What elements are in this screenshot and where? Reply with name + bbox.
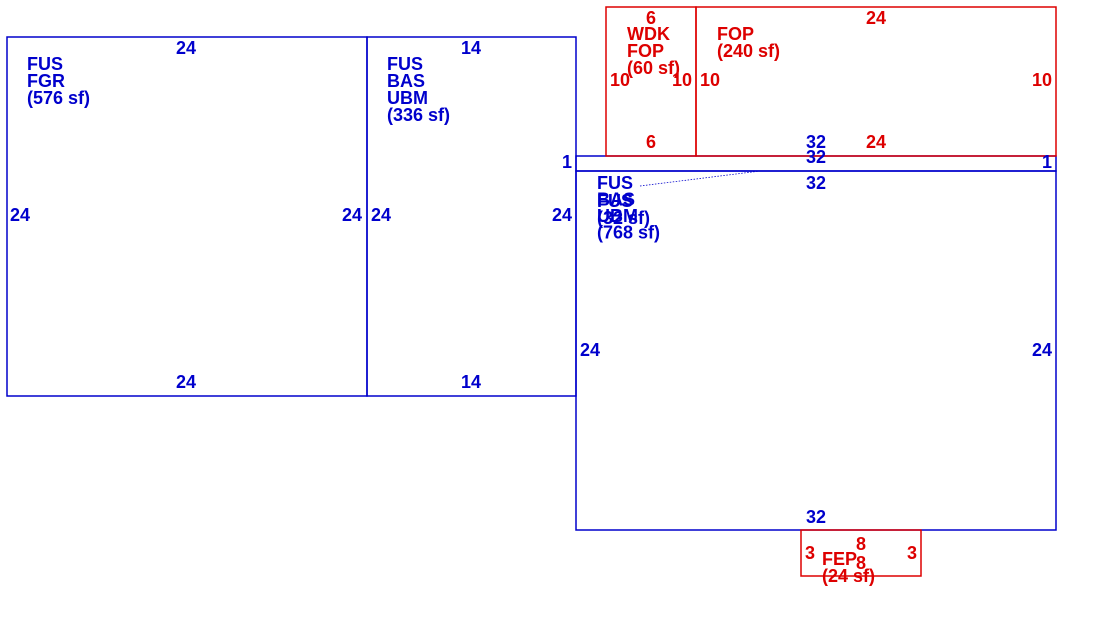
fep-label-line: FEP: [822, 549, 857, 569]
strip-area-label: FUS(32 sf): [597, 191, 650, 228]
bas-main-label-line: FUS: [597, 173, 633, 193]
fop-dim-left: 10: [700, 70, 720, 90]
bas-left-label-line: BAS: [387, 71, 425, 91]
fop-dim-bottom: 24: [866, 132, 886, 152]
fop-dim-right: 10: [1032, 70, 1052, 90]
fgr-dim-right: 24: [342, 205, 362, 225]
fgr-label-line: FUS: [27, 54, 63, 74]
bas-main-dim-left: 24: [580, 340, 600, 360]
fop-outline: [695, 6, 1057, 157]
wdk-label-line: (60 sf): [627, 58, 680, 78]
wdk-dim-left: 10: [610, 70, 630, 90]
fep-area-label: FEP(24 sf): [822, 549, 875, 586]
bas-main-dim-right: 24: [1032, 340, 1052, 360]
wdk-label-line: WDK: [627, 24, 670, 44]
bas-left-dim-left: 24: [371, 205, 391, 225]
fep-dim-left: 3: [805, 543, 815, 563]
bas-main-label-line: BAS: [597, 190, 635, 210]
bas-main-label-line: (768 sf): [597, 223, 660, 243]
bas-left-label-line: FUS: [387, 54, 423, 74]
fep-label-line: (24 sf): [822, 566, 875, 586]
wdk-dim-right: 10: [672, 70, 692, 90]
strip-dim-right: 1: [1042, 152, 1052, 172]
bas-main-dim-bottom: 32: [806, 507, 826, 527]
fgr-dim-top: 24: [176, 38, 196, 58]
fgr-dim-left: 24: [10, 205, 30, 225]
fop-dim-top: 24: [866, 8, 886, 28]
bas-main-label-line: UBM: [597, 206, 638, 226]
strip-dim-top: 32: [806, 132, 826, 152]
strip-label-line: FUS: [597, 191, 633, 211]
strip-dim-left: 1: [562, 152, 572, 172]
strip-leader-line: [639, 170, 761, 187]
bas-left-dim-top: 14: [461, 38, 481, 58]
bas-left-label-line: (336 sf): [387, 105, 450, 125]
bas-main-dim-top: 32: [806, 173, 826, 193]
wdk-dim-top: 6: [646, 8, 656, 28]
fep-dim-top: 8: [856, 534, 866, 554]
fep-outline: [800, 529, 922, 577]
fep-dim-bottom: 8: [856, 553, 866, 573]
fgr-label-line: FGR: [27, 71, 65, 91]
fgr-dim-bottom: 24: [176, 372, 196, 392]
strip-label-line: (32 sf): [597, 208, 650, 228]
fgr-label-line: (576 sf): [27, 88, 90, 108]
wdk-dim-bottom: 6: [646, 132, 656, 152]
wdk-label-line: FOP: [627, 41, 664, 61]
bas-left-label-line: UBM: [387, 88, 428, 108]
fop-area-label: FOP(240 sf): [717, 24, 780, 61]
bas-left-dim-right: 24: [552, 205, 572, 225]
fop-label-line: FOP: [717, 24, 754, 44]
fop-label-line: (240 sf): [717, 41, 780, 61]
strip-dim-bottom: 32: [806, 147, 826, 167]
bas-left-dim-bottom: 14: [461, 372, 481, 392]
fep-dim-right: 3: [907, 543, 917, 563]
